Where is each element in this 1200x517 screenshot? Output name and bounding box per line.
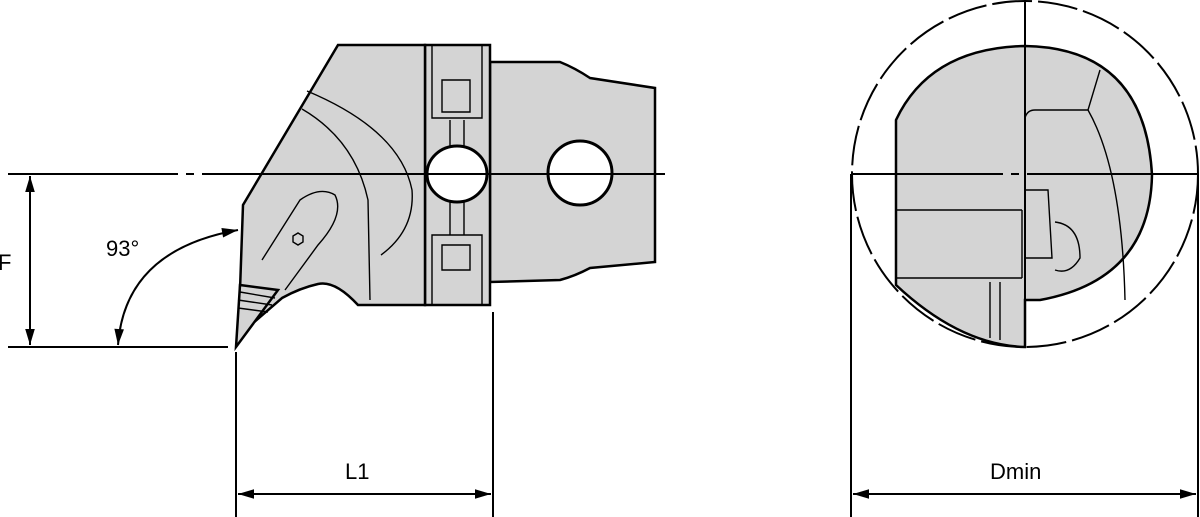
side-view: F 93° L1 <box>0 43 665 517</box>
screw-bottom <box>431 234 483 306</box>
end-view: Dmin <box>850 0 1199 517</box>
l1-label: L1 <box>345 459 369 484</box>
screw-top <box>431 44 483 119</box>
torx-screw-icon <box>292 232 304 246</box>
angle-arc <box>114 228 239 346</box>
clamp <box>261 190 339 291</box>
angle-label: 93° <box>106 236 139 261</box>
insert <box>234 283 281 352</box>
holder-body <box>238 43 427 333</box>
f-label: F <box>0 250 11 275</box>
dmin-label: Dmin <box>990 459 1041 484</box>
